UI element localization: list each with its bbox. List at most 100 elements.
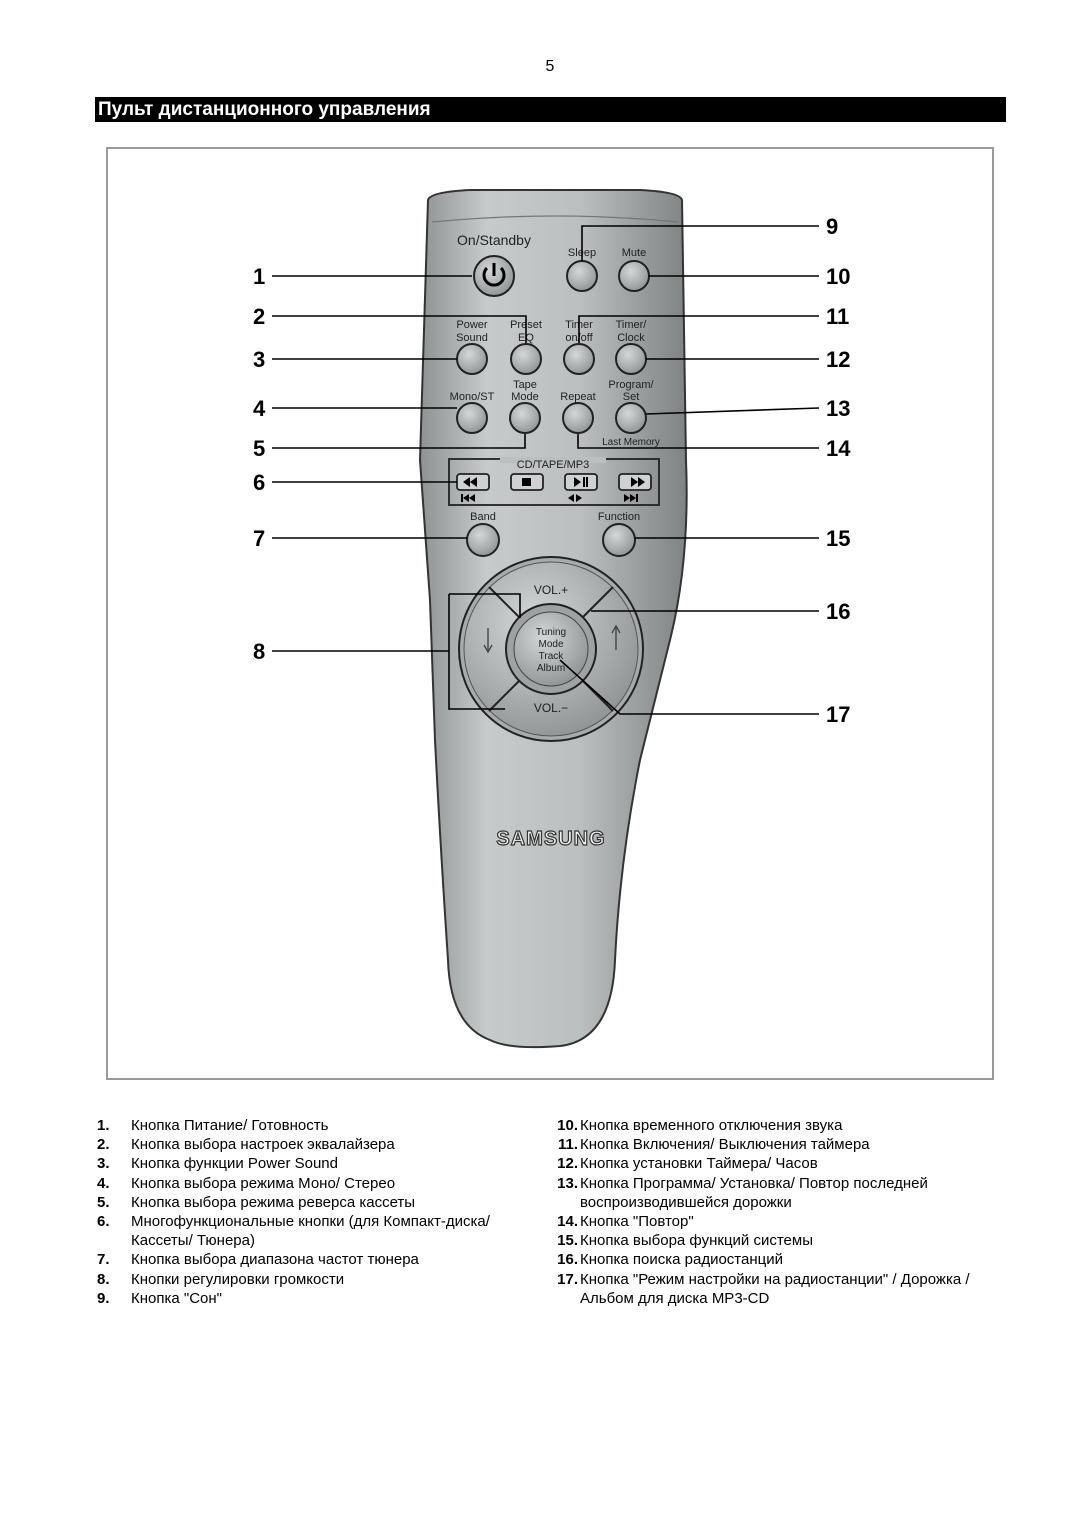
callout-6: 6 bbox=[253, 470, 265, 495]
search-back-forward-icon bbox=[568, 494, 582, 502]
callout-16: 16 bbox=[826, 599, 850, 624]
callout-3: 3 bbox=[253, 347, 265, 372]
label-tuning-3: Track bbox=[539, 651, 565, 662]
legend-item: 15.Кнопка выбора функций системы bbox=[546, 1231, 986, 1250]
legend-text: Кнопка Программа/ Установка/ Повтор посл… bbox=[580, 1174, 928, 1211]
label-tuning-4: Album bbox=[537, 663, 565, 674]
legend-number: 17. bbox=[557, 1270, 578, 1288]
program-set-button[interactable] bbox=[615, 402, 647, 434]
label-mute: Mute bbox=[622, 247, 646, 259]
label-vol-plus: VOL.+ bbox=[534, 583, 568, 597]
legend-text: Кнопка выбора функций системы bbox=[580, 1232, 813, 1250]
sleep-button[interactable] bbox=[566, 260, 598, 292]
fast-forward-icon bbox=[631, 477, 638, 487]
callout-15: 15 bbox=[826, 526, 850, 551]
legend-item: 14.Кнопка "Повтор" bbox=[546, 1212, 986, 1231]
label-program-set-2: Set bbox=[623, 391, 640, 403]
tune-down-icon bbox=[483, 628, 493, 654]
transport-buttons bbox=[456, 473, 652, 502]
label-cd-tape-mp3: CD/TAPE/MP3 bbox=[517, 459, 590, 471]
legend-item: 9.Кнопка "Сон" bbox=[97, 1289, 537, 1308]
timer-clock-button[interactable] bbox=[615, 343, 647, 375]
legend-item: 11.Кнопка Включения/ Выключения таймера bbox=[546, 1135, 986, 1154]
legend-text: Кнопка выбора режима Моно/ Стерео bbox=[131, 1174, 396, 1192]
band-button[interactable] bbox=[466, 523, 500, 557]
legend-item: 4. Кнопка выбора режима Моно/ Стерео bbox=[97, 1174, 537, 1193]
callout-1: 1 bbox=[253, 264, 265, 289]
label-band: Band bbox=[470, 511, 496, 523]
label-power-sound-1: Power bbox=[456, 319, 488, 331]
legend-item: 10.Кнопка временного отключения звука bbox=[546, 1116, 986, 1135]
legend-text: Кнопка функции Power Sound bbox=[131, 1155, 338, 1173]
timer-onoff-button[interactable] bbox=[563, 343, 595, 375]
label-last-memory: Last Memory bbox=[602, 437, 660, 448]
callout-4: 4 bbox=[253, 396, 266, 421]
legend-number: 7. bbox=[97, 1251, 110, 1269]
legend-text: Кнопка "Повтор" bbox=[580, 1213, 694, 1231]
callout-9: 9 bbox=[826, 214, 838, 239]
legend-number: 15. bbox=[557, 1232, 578, 1250]
legend-text: Кнопки регулировки громкости bbox=[131, 1270, 345, 1288]
label-tape-mode-2: Mode bbox=[511, 391, 539, 403]
label-mono-st: Mono/ST bbox=[450, 391, 495, 403]
figure-frame bbox=[106, 147, 994, 1080]
legend-item: 3. Кнопка функции Power Sound bbox=[97, 1154, 537, 1173]
callout-12: 12 bbox=[826, 347, 850, 372]
legend-text: Кнопка установки Таймера/ Часов bbox=[580, 1155, 818, 1173]
power-sound-button[interactable] bbox=[456, 343, 488, 375]
legend-number: 12. bbox=[557, 1155, 578, 1173]
legend-number: 8. bbox=[97, 1270, 110, 1288]
brand-logo: SAMSUNG bbox=[496, 828, 605, 850]
legend-left: 1.Кнопка Питание/ Готовность 2. Кнопка вы… bbox=[97, 1116, 537, 1308]
remote-control-illustration: On/Standby Sleep Mute Power Sound Preset… bbox=[253, 189, 851, 1049]
legend-right: 10.Кнопка временного отключения звука 11… bbox=[546, 1116, 986, 1308]
legend-text: Кнопка временного отключения звука bbox=[580, 1117, 843, 1134]
legend-text: Кнопка выбора настроек эквалайзера bbox=[131, 1136, 395, 1154]
callout-17: 17 bbox=[826, 702, 850, 727]
legend-number: 13. bbox=[557, 1174, 578, 1192]
legend-text: Кнопка выбора диапазона частот тюнера bbox=[131, 1251, 419, 1269]
mono-st-button[interactable] bbox=[456, 402, 488, 434]
legend-number: 6. bbox=[97, 1213, 110, 1231]
tune-up-icon bbox=[611, 624, 621, 650]
label-tuning-1: Tuning bbox=[536, 627, 566, 638]
legend-text: Кнопка поиска радиостанций bbox=[580, 1251, 783, 1269]
mute-button[interactable] bbox=[618, 260, 650, 292]
label-tuning-2: Mode bbox=[538, 639, 563, 650]
callout-10: 10 bbox=[826, 264, 850, 289]
label-tape-mode-1: Tape bbox=[513, 379, 537, 391]
leader-lines bbox=[272, 225, 820, 715]
label-repeat: Repeat bbox=[560, 391, 595, 403]
label-program-set-1: Program/ bbox=[608, 379, 654, 391]
power-icon bbox=[482, 263, 506, 287]
legend-item: 6. Многофункциональные кнопки (для Компак… bbox=[97, 1212, 537, 1250]
legend-number: 1. bbox=[97, 1117, 110, 1134]
legend-number: 2. bbox=[97, 1136, 110, 1154]
label-power-sound-2: Sound bbox=[456, 332, 488, 344]
legend-item: 1.Кнопка Питание/ Готовность bbox=[97, 1116, 537, 1135]
label-timer-clock-1: Timer/ bbox=[616, 319, 648, 331]
legend-number: 10. bbox=[557, 1117, 578, 1134]
legend-number: 4. bbox=[97, 1174, 110, 1192]
stop-icon bbox=[522, 478, 531, 486]
legend-item: 2. Кнопка выбора настроек эквалайзера bbox=[97, 1135, 537, 1154]
callout-8: 8 bbox=[253, 639, 265, 664]
callout-13: 13 bbox=[826, 396, 850, 421]
play-pause-icon bbox=[574, 477, 581, 487]
repeat-button[interactable] bbox=[562, 402, 594, 434]
tape-mode-button[interactable] bbox=[509, 402, 541, 434]
callout-11: 11 bbox=[826, 304, 849, 329]
legend-text: Многофункциональные кнопки (для Компакт-… bbox=[131, 1213, 490, 1250]
legend-number: 16. bbox=[557, 1251, 578, 1269]
function-button[interactable] bbox=[602, 523, 636, 557]
skip-forward-icon bbox=[624, 494, 638, 502]
skip-back-icon bbox=[461, 494, 475, 502]
preset-eq-button[interactable] bbox=[510, 343, 542, 375]
legend-number: 11. bbox=[557, 1136, 578, 1154]
legend-number: 14. bbox=[557, 1213, 578, 1231]
legend-item: 13.Кнопка Программа/ Установка/ Повтор п… bbox=[546, 1174, 986, 1212]
legend-number: 3. bbox=[97, 1155, 110, 1173]
section-title: Пульт дистанционного управления bbox=[95, 97, 1006, 122]
callout-5: 5 bbox=[253, 436, 265, 461]
legend-item: 16.Кнопка поиска радиостанций bbox=[546, 1250, 986, 1269]
